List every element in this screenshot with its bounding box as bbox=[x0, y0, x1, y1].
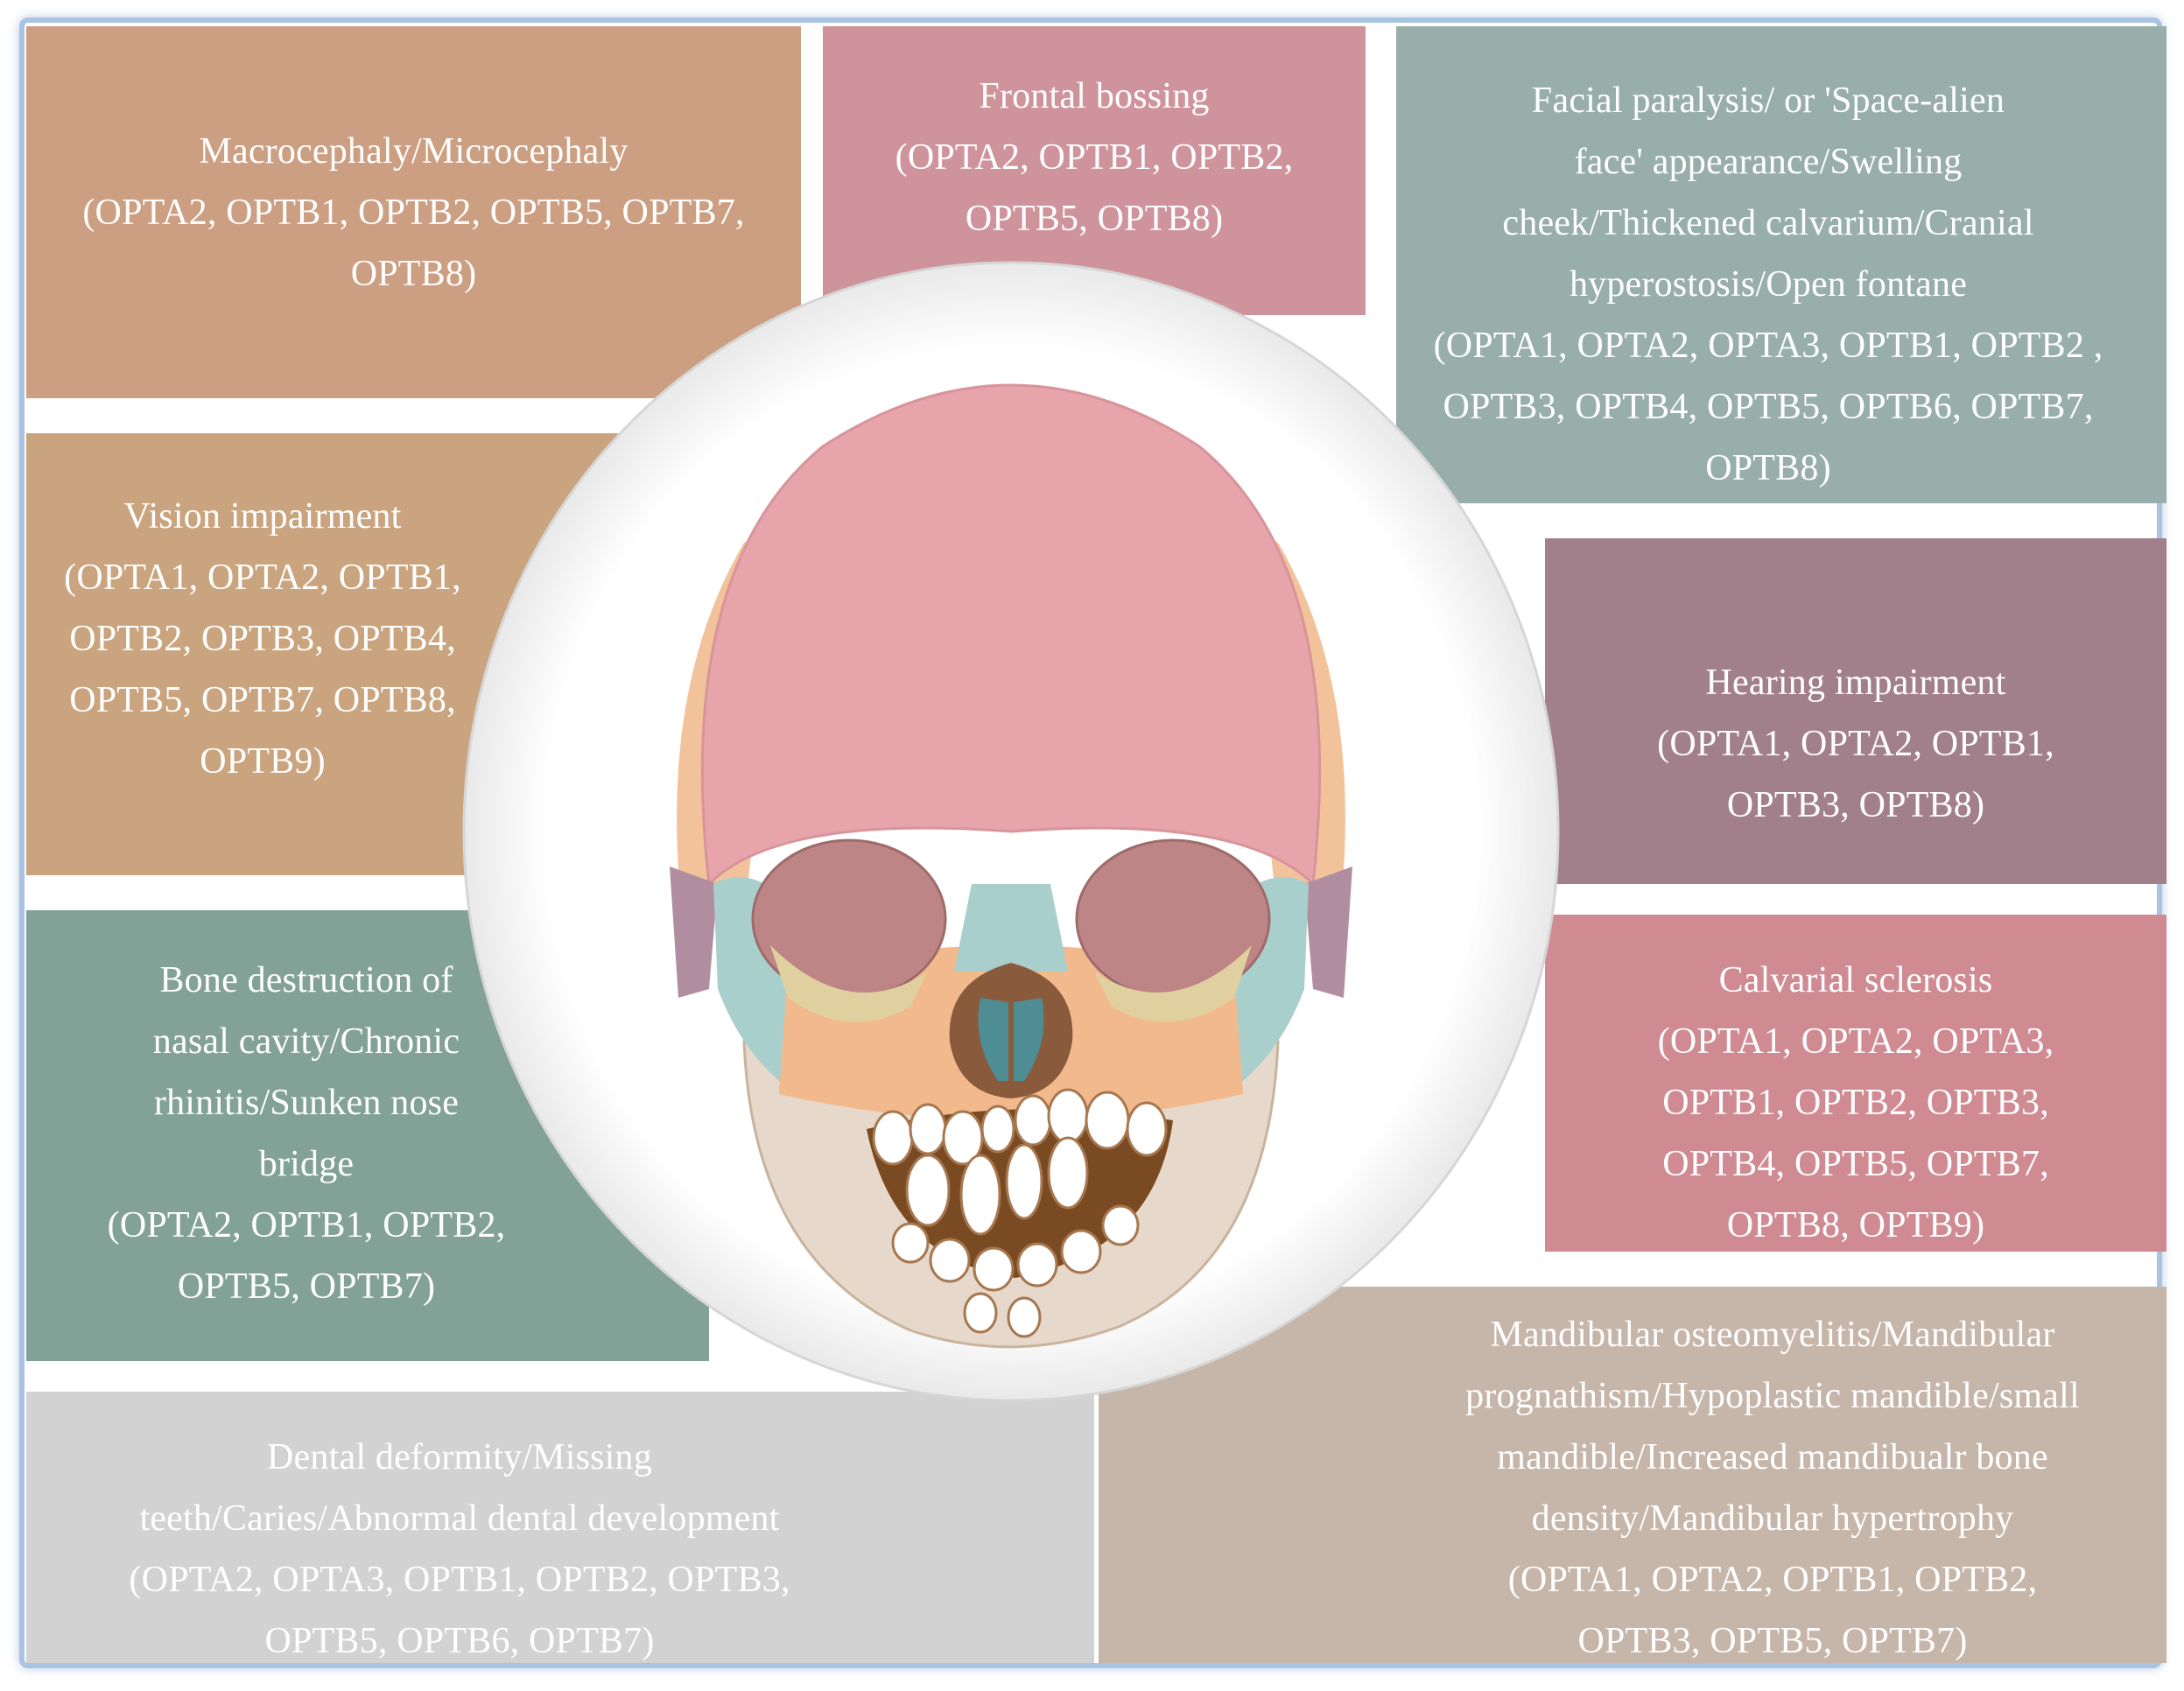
tooth bbox=[1060, 1229, 1102, 1274]
nasal-passage-right bbox=[1014, 998, 1044, 1081]
nasal-bone bbox=[954, 884, 1068, 972]
tooth bbox=[929, 1238, 971, 1283]
panel-title: Frontal bossing bbox=[979, 76, 1210, 116]
tooth bbox=[1085, 1091, 1130, 1150]
panel-codes: OPTB4, OPTB5, OPTB7, bbox=[1662, 1144, 2049, 1184]
panel-title: Calvarial sclerosis bbox=[1718, 960, 1993, 1000]
panel-codes: OPTB5, OPTB6, OPTB7) bbox=[264, 1621, 655, 1661]
panel-title-line: hyperostosis/Open fontane bbox=[1569, 264, 1968, 305]
panel-hearing-impairment: Hearing impairment (OPTA1, OPTA2, OPTB1,… bbox=[1545, 538, 2166, 884]
teeth-cluster bbox=[872, 1088, 1168, 1338]
skull-illustration bbox=[462, 261, 1560, 1402]
tooth bbox=[1047, 1088, 1089, 1144]
panel-title-line: nasal cavity/Chronic bbox=[152, 1021, 460, 1062]
panel-codes: (OPTA2, OPTB1, OPTB2, bbox=[895, 137, 1294, 178]
panel-mandibular: Mandibular osteomyelitis/Mandibular prog… bbox=[1099, 1287, 2166, 1663]
panel-facial-paralysis: Facial paralysis/ or 'Space-alien face' … bbox=[1396, 26, 2166, 503]
tooth bbox=[909, 1103, 947, 1155]
tooth bbox=[1126, 1101, 1168, 1157]
panel-codes: OPTB3, OPTB5, OPTB7) bbox=[1577, 1621, 1968, 1661]
panel-title: Hearing impairment bbox=[1705, 663, 2006, 703]
tooth bbox=[980, 1105, 1015, 1154]
panel-title-line: bridge bbox=[258, 1144, 355, 1184]
tooth bbox=[959, 1154, 1001, 1236]
panel-macrocephaly: Macrocephaly/Microcephaly (OPTA2, OPTB1,… bbox=[26, 26, 801, 398]
panel-title-line: face' appearance/Swelling bbox=[1574, 142, 1963, 182]
panel-codes: OPTB8) bbox=[350, 254, 477, 294]
orbit-floor-left bbox=[770, 945, 928, 1022]
panel-dental-deformity: Dental deformity/Missing teeth/Caries/Ab… bbox=[26, 1392, 1094, 1663]
panel-frontal-bossing: Frontal bossing (OPTA2, OPTB1, OPTB2, OP… bbox=[823, 26, 1366, 315]
tooth bbox=[891, 1222, 930, 1264]
panel-codes: (OPTA2, OPTA3, OPTB1, OPTB2, OPTB3, bbox=[129, 1560, 790, 1600]
tooth bbox=[1014, 1094, 1052, 1147]
tooth bbox=[905, 1154, 951, 1227]
panel-title-line: density/Mandibular hypertrophy bbox=[1531, 1498, 2014, 1539]
panel-title-line: mandible/Increased mandibualr bone bbox=[1497, 1437, 2048, 1477]
panel-title-line: teeth/Caries/Abnormal dental development bbox=[139, 1498, 780, 1539]
orbit-floor-right bbox=[1094, 945, 1252, 1022]
tooth bbox=[1016, 1242, 1058, 1288]
panel-codes: OPTB1, OPTB2, OPTB3, bbox=[1662, 1083, 2049, 1123]
panel-codes: OPTB5, OPTB8) bbox=[965, 199, 1224, 239]
panel-codes: (OPTA1, OPTA2, OPTB1, bbox=[1657, 724, 2054, 764]
tooth bbox=[973, 1246, 1015, 1292]
tooth bbox=[963, 1292, 998, 1334]
tooth bbox=[1101, 1204, 1140, 1246]
tooth bbox=[1007, 1296, 1042, 1338]
panel-title-line: rhinitis/Sunken nose bbox=[153, 1083, 460, 1123]
panel-codes: OPTB5, OPTB7) bbox=[177, 1266, 436, 1307]
panel-title-line: prognathism/Hypoplastic mandible/small bbox=[1465, 1376, 2080, 1416]
panel-title-line: Mandibular osteomyelitis/Mandibular bbox=[1490, 1315, 2055, 1355]
panel-codes: (OPTA2, OPTB1, OPTB2, bbox=[107, 1205, 506, 1245]
panel-codes: (OPTA1, OPTA2, OPTA3, bbox=[1657, 1021, 2054, 1062]
nasal-cavity bbox=[949, 963, 1073, 1098]
panel-codes: OPTB9) bbox=[200, 741, 326, 782]
zygomatic-right-purple bbox=[1304, 867, 1352, 998]
panel-codes: OPTB8) bbox=[1705, 448, 1831, 488]
skull-illustration-circle bbox=[455, 254, 1567, 1409]
tooth bbox=[1005, 1143, 1043, 1220]
panel-codes: (OPTA1, OPTA2, OPTB1, bbox=[64, 558, 461, 598]
panel-codes: OPTB3, OPTB8) bbox=[1726, 785, 1985, 825]
panel-codes: OPTB5, OPTB7, OPTB8, bbox=[69, 680, 456, 720]
zygomatic-left-purple bbox=[670, 867, 718, 998]
tooth bbox=[872, 1110, 914, 1166]
panel-codes: OPTB8, OPTB9) bbox=[1726, 1205, 1985, 1245]
frontal-bone bbox=[700, 383, 1322, 888]
tooth bbox=[1047, 1136, 1089, 1210]
panel-codes: (OPTA2, OPTB1, OPTB2, OPTB5, OPTB7, bbox=[82, 193, 745, 233]
panel-title-line: Dental deformity/Missing bbox=[267, 1437, 652, 1477]
panel-title: Macrocephaly/Microcephaly bbox=[199, 131, 629, 172]
panel-title: Vision impairment bbox=[123, 496, 402, 537]
panel-title-line: cheek/Thickened calvarium/Cranial bbox=[1502, 203, 2034, 243]
panel-codes: OPTB2, OPTB3, OPTB4, bbox=[69, 619, 456, 659]
panel-codes: OPTB3, OPTB4, OPTB5, OPTB6, OPTB7, bbox=[1443, 387, 2094, 427]
panel-title-line: Facial paralysis/ or 'Space-alien bbox=[1531, 81, 2005, 121]
panel-title-line: Bone destruction of bbox=[159, 960, 453, 1000]
panel-calvarial-sclerosis: Calvarial sclerosis (OPTA1, OPTA2, OPTA3… bbox=[1545, 915, 2166, 1252]
panel-codes: (OPTA1, OPTA2, OPTA3, OPTB1, OPTB2 , bbox=[1433, 326, 2103, 366]
panel-codes: (OPTA1, OPTA2, OPTB1, OPTB2, bbox=[1507, 1560, 2038, 1600]
nasal-passage-left bbox=[978, 998, 1008, 1081]
